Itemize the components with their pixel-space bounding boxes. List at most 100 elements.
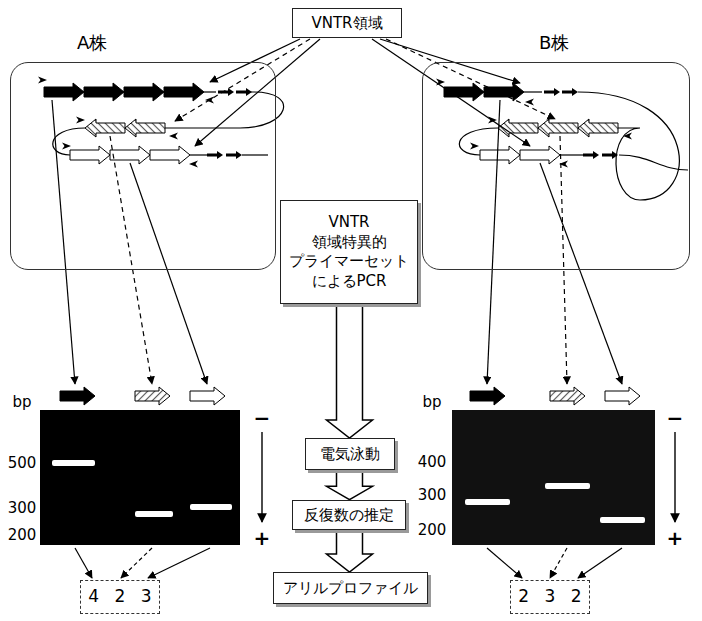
primers-a: [38, 77, 47, 84]
pcr-pointer: [487, 100, 500, 384]
repeat-arrows-a: [125, 119, 165, 137]
chromosome-a: [53, 92, 284, 155]
repeat-arrows-a: [84, 83, 124, 101]
migration-arrow: [261, 432, 262, 522]
band-pointer: [75, 548, 92, 578]
strain-label: B株: [539, 31, 569, 55]
chromosome-b: [560, 154, 583, 155]
process-box: VNTR 領域特異的 プライマーセット によるPCR: [280, 200, 418, 304]
primers-b: [436, 79, 632, 168]
size-marker: 200: [8, 527, 37, 544]
band-pointer: [148, 548, 210, 578]
primers-b: [470, 143, 479, 150]
flow-arrow: [327, 304, 373, 438]
gel-image: [600, 517, 645, 523]
gel-header-arrows: [60, 387, 95, 405]
repeat-count-box: 4 2 3: [80, 580, 160, 613]
strain-cell: A株: [10, 62, 276, 270]
region-pointer: [386, 39, 555, 119]
region-pointer: [175, 39, 310, 121]
gel-label: +: [667, 527, 684, 549]
node-text: 反復数の推定: [299, 506, 399, 525]
migration-arrow: [674, 432, 675, 522]
node-text: 4 2 3: [87, 586, 153, 607]
chromosome-a: [190, 154, 207, 155]
primers-a: [38, 77, 214, 168]
gel-label: bp: [12, 394, 31, 411]
gel-header-arrows: [135, 387, 170, 405]
flow-arrow: [327, 530, 373, 572]
primers-a: [189, 161, 198, 168]
pcr-pointer: [130, 163, 207, 384]
node-text: 2 3 2: [517, 586, 583, 607]
small-genes-b: [544, 88, 618, 159]
node-text: VNTR 領域特異的 プライマーセット によるPCR: [287, 213, 411, 291]
repeat-arrows-b: [578, 119, 618, 137]
chromosome-b: [619, 155, 688, 170]
region-pointer: [195, 39, 320, 146]
chromosome-b: [524, 91, 542, 92]
size-marker: 300: [418, 487, 447, 504]
repeat-arrows-a: [164, 83, 204, 101]
chromosome-b: [578, 92, 679, 200]
chromosome-a: [242, 154, 268, 155]
band-pointer: [121, 548, 152, 578]
primers-b: [525, 99, 534, 106]
gel-image: [52, 460, 95, 466]
pcr-pointer: [560, 136, 567, 384]
small-genes-b: [583, 151, 599, 159]
gel-image: [190, 504, 232, 510]
chromosome-b: [459, 92, 688, 200]
small-genes-b: [562, 88, 578, 96]
region-pointer: [175, 39, 555, 146]
size-marker: 500: [8, 455, 37, 472]
repeat-arrows-a: [85, 119, 125, 137]
repeat-arrows-b: [444, 83, 618, 164]
gel-header-arrows: [550, 387, 585, 405]
small-genes-b: [544, 88, 560, 96]
small-genes-a: [236, 88, 252, 96]
gel-label: bp: [422, 394, 441, 411]
small-genes-a: [207, 88, 252, 159]
primers-a: [169, 133, 178, 140]
size-marker: 200: [418, 522, 447, 539]
pcr-pointer: [52, 100, 75, 384]
gel-image: [545, 483, 590, 489]
region-box: VNTR領域: [292, 8, 402, 39]
gel-header-arrows: [605, 387, 640, 405]
region-pointer: [210, 39, 300, 82]
pcr-pointer: [110, 136, 152, 384]
gel-image: [465, 499, 510, 505]
band-pointer: [578, 548, 622, 578]
region-pointer: [372, 39, 530, 146]
repeat-arrows-b: [484, 83, 524, 101]
gel-image: [40, 410, 240, 545]
primers-b: [436, 79, 445, 86]
process-box: 電気泳動: [305, 438, 395, 470]
gel-header-arrows: [190, 387, 225, 405]
primers-a: [62, 143, 71, 150]
size-marker: 400: [418, 454, 447, 471]
repeat-arrows-a: [44, 83, 84, 101]
gel-label: −: [254, 407, 271, 429]
gel-header-arrows: [470, 387, 505, 405]
primers-a: [76, 117, 85, 124]
repeat-arrows-a: [110, 146, 150, 164]
strain-cell: B株: [422, 62, 690, 270]
pcr-pointer: [540, 163, 622, 384]
gel-label: −: [667, 407, 684, 429]
region-pointer: [380, 39, 520, 83]
strain-label: A株: [77, 31, 107, 55]
band-pointer: [487, 548, 522, 578]
repeat-count-box: 2 3 2: [510, 580, 590, 613]
small-genes-a: [207, 151, 223, 159]
band-pointer: [550, 548, 567, 578]
small-genes-a: [218, 88, 234, 96]
node-text: VNTR領域: [299, 14, 395, 33]
small-genes-a: [226, 151, 242, 159]
process-box: 反復数の推定: [292, 500, 406, 531]
small-genes-b: [602, 151, 618, 159]
repeat-arrows-b: [480, 146, 520, 164]
repeat-arrows-a: [44, 83, 204, 164]
